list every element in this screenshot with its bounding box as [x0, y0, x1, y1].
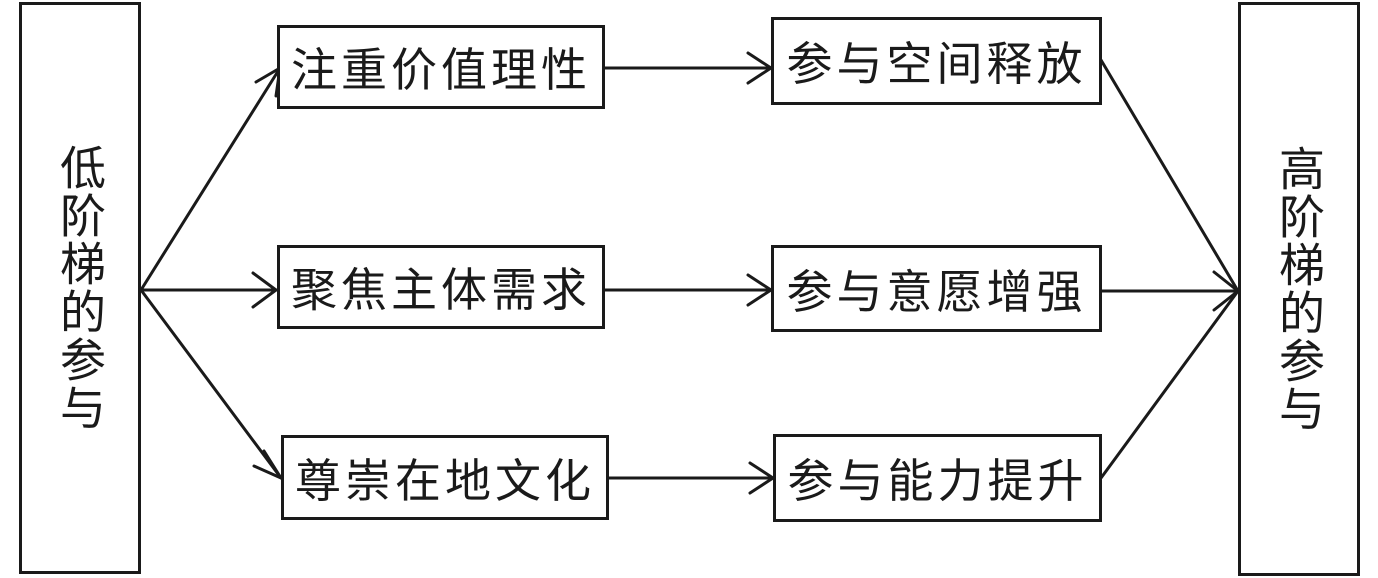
participation-ability-label: 参与能力提升	[787, 454, 1088, 508]
local-culture-box: 尊崇在地文化	[281, 435, 609, 520]
value-rationality-box: 注重价值理性	[277, 25, 605, 109]
arrowhead-low-to-needs	[251, 271, 278, 309]
participation-ability-box: 参与能力提升	[773, 434, 1102, 522]
local-culture-label: 尊崇在地文化	[295, 453, 595, 508]
value-rationality-label: 注重价值理性	[291, 43, 591, 97]
low-ladder-box: 低阶梯的参与	[19, 2, 141, 574]
arrow-ability-to-high	[1099, 289, 1240, 480]
high-ladder-label: 高阶梯的参与	[1272, 145, 1326, 433]
subject-needs-label: 聚焦主体需求	[291, 263, 591, 317]
arrow-low-to-value	[139, 66, 282, 292]
arrow-space-to-high	[1099, 58, 1240, 293]
arrow-low-to-culture	[139, 288, 283, 480]
low-ladder-label: 低阶梯的参与	[53, 144, 107, 432]
high-ladder-box: 高阶梯的参与	[1238, 2, 1360, 576]
participation-space-box: 参与空间释放	[771, 17, 1102, 105]
participation-willingness-box: 参与意愿增强	[771, 245, 1102, 332]
participation-space-label: 参与空间释放	[786, 37, 1087, 91]
arrowhead-low-to-culture	[252, 449, 283, 480]
subject-needs-box: 聚焦主体需求	[277, 245, 605, 329]
participation-willingness-label: 参与意愿增强	[786, 264, 1087, 319]
